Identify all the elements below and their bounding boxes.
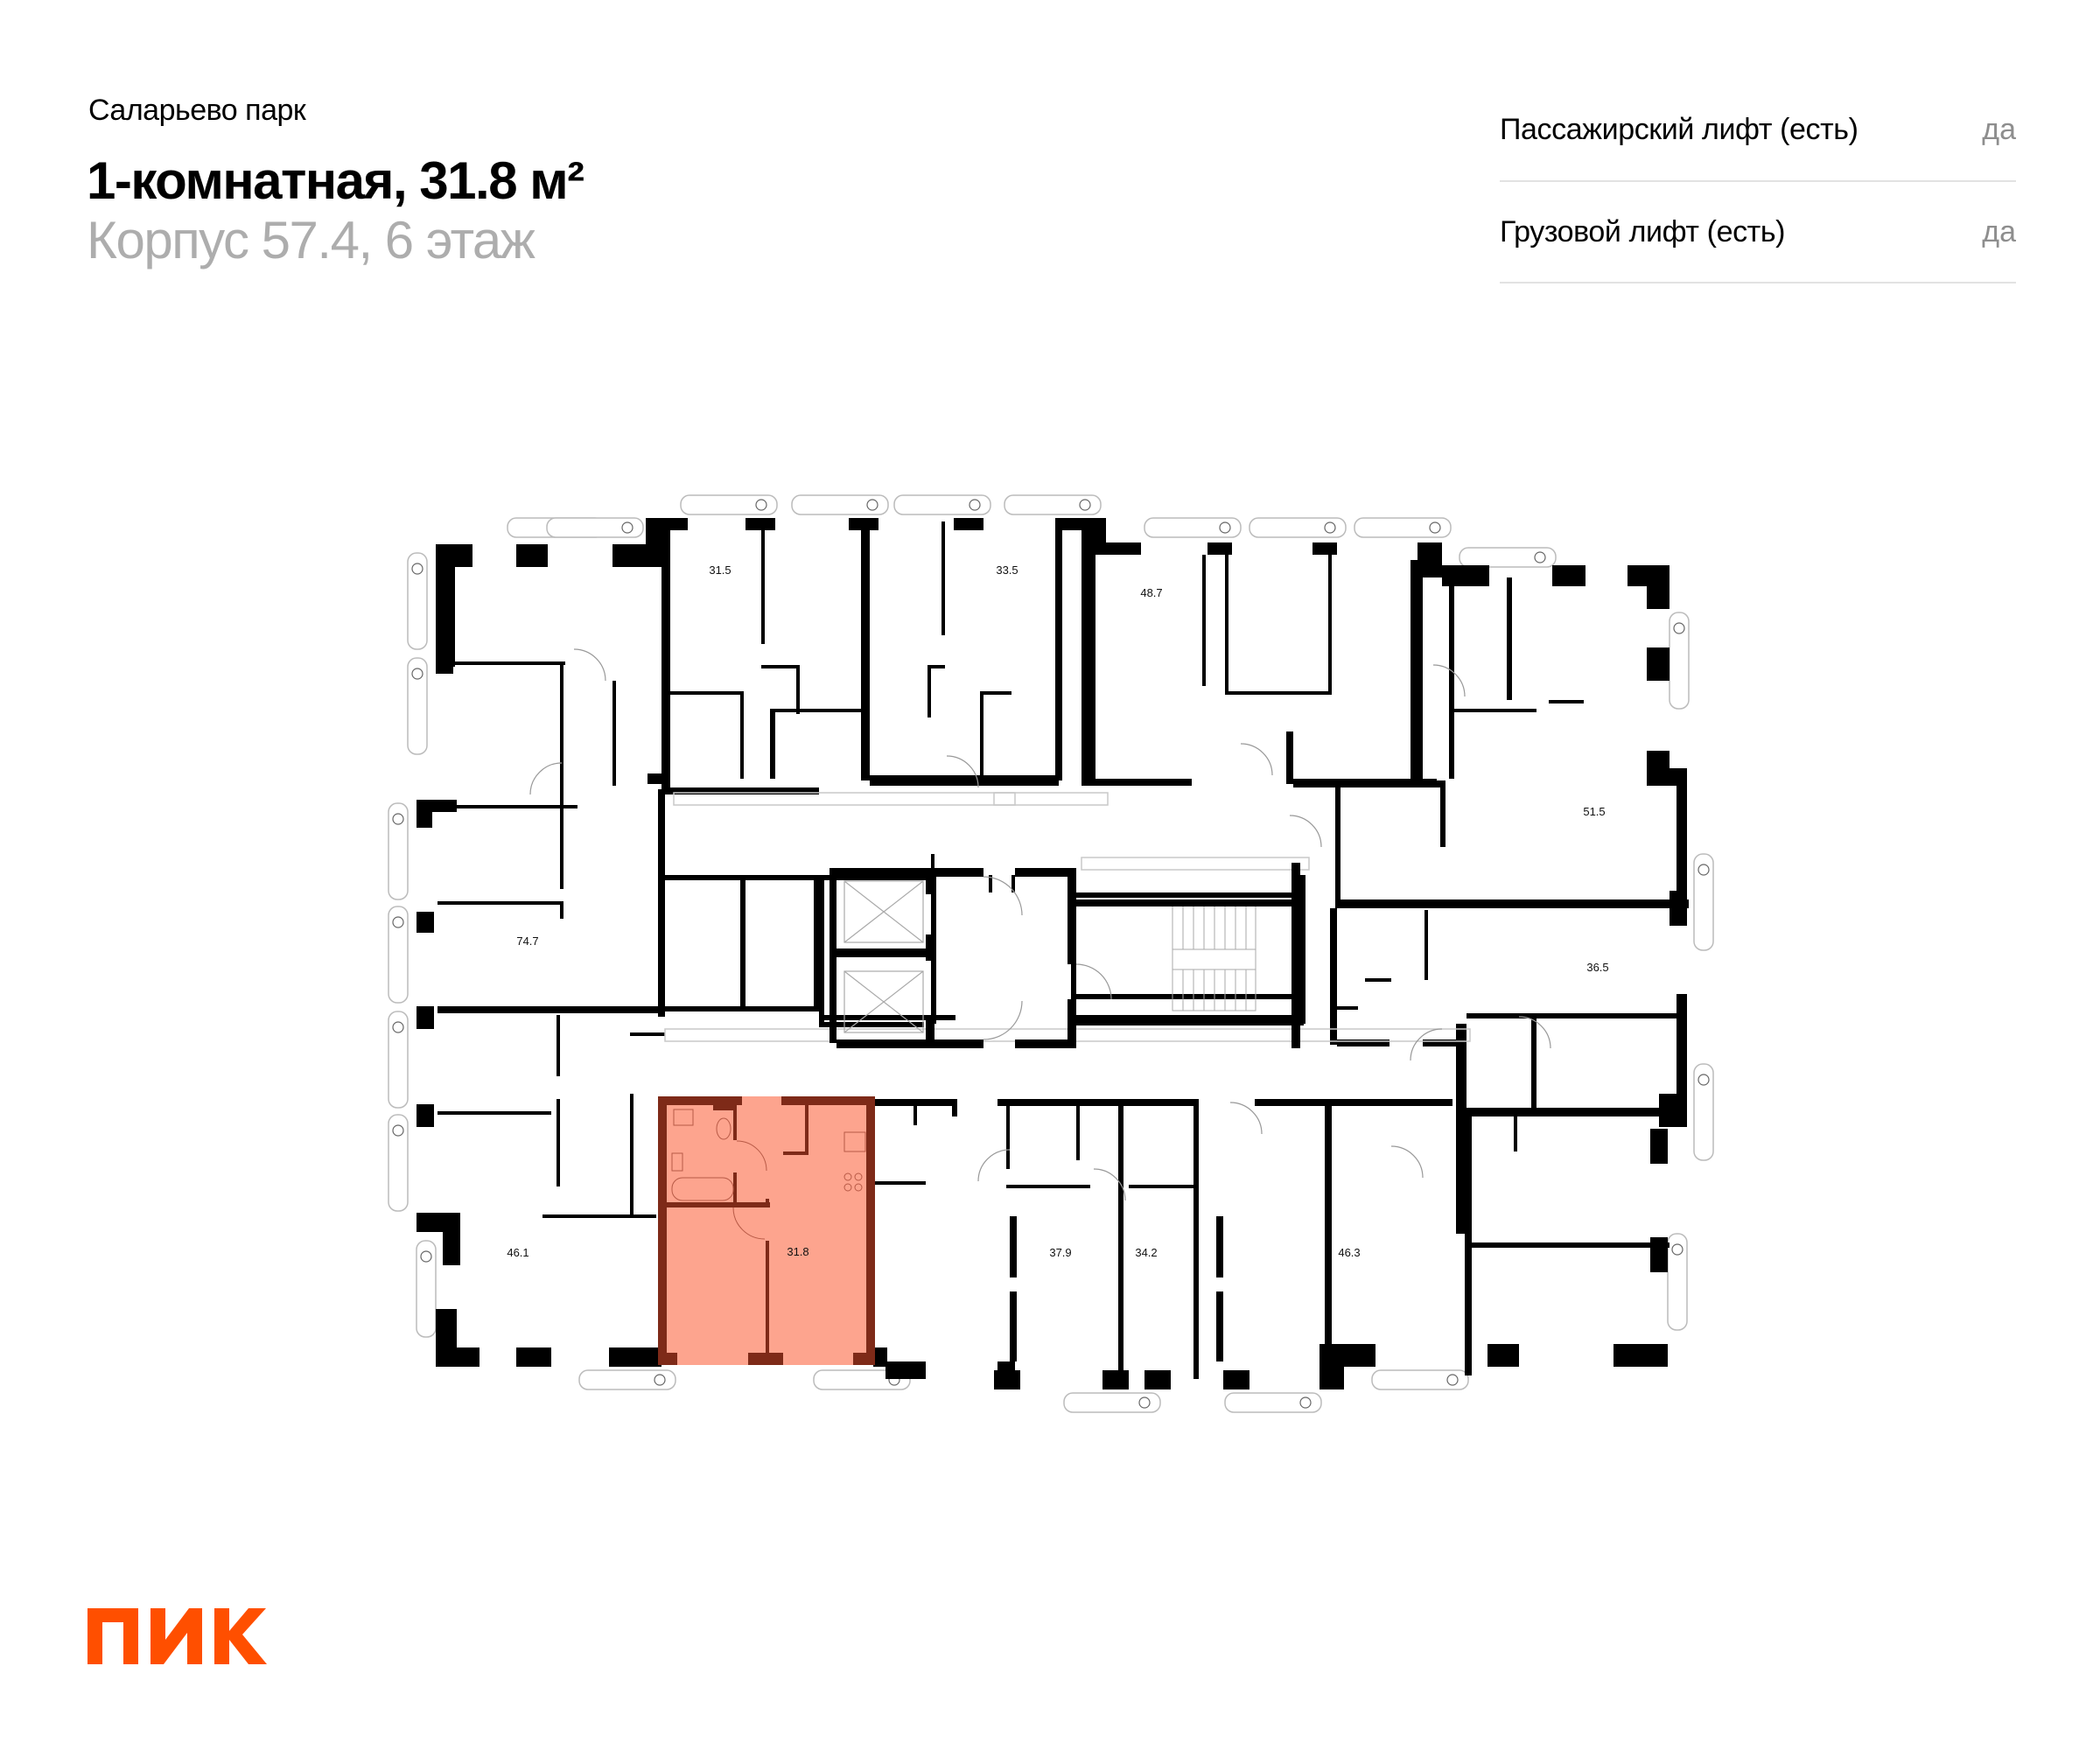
unit-area-label: 31.5: [709, 564, 731, 577]
highlighted-unit-area: 31.8: [787, 1245, 808, 1258]
spec-freight-lift: Грузовой лифт (есть) да: [1500, 182, 2016, 284]
elevator-core: [830, 863, 1300, 1048]
elevator-icon: [844, 880, 924, 1033]
unit-area-label: 74.7: [516, 934, 538, 948]
unit-area-label: 37.9: [1049, 1246, 1071, 1259]
unit-area-label: 36.5: [1586, 961, 1608, 974]
door-arcs: [529, 648, 1551, 1201]
spec-value: да: [1982, 112, 2016, 146]
unit-area-label: 34.2: [1135, 1246, 1157, 1259]
apartment-title: 1-комнатная, 31.8 м²: [87, 151, 584, 210]
spec-value: да: [1982, 214, 2016, 248]
spec-label: Пассажирский лифт (есть): [1500, 112, 1858, 146]
spec-label: Грузовой лифт (есть): [1500, 214, 1786, 248]
pik-logo: [88, 1608, 267, 1664]
window-bays: [388, 494, 1714, 1413]
unit-area-label: 48.7: [1140, 586, 1162, 599]
unit-area-label: 51.5: [1583, 805, 1605, 818]
unit-area-label: 33.5: [996, 564, 1018, 577]
unit-labels: 31.5 33.5 48.7 51.5 74.7 36.5 46.1 37.9 …: [507, 564, 1608, 1259]
unit-area-label: 46.1: [507, 1246, 528, 1259]
project-name: Саларьево парк: [88, 94, 306, 127]
spec-passenger-lift: Пассажирский лифт (есть) да: [1500, 79, 2016, 182]
specs-list: Пассажирский лифт (есть) да Грузовой лиф…: [1500, 79, 2016, 284]
unit-area-label: 46.3: [1338, 1246, 1360, 1259]
highlighted-unit[interactable]: 31.8: [658, 1096, 875, 1365]
building-floor: Корпус 57.4, 6 этаж: [87, 211, 536, 270]
